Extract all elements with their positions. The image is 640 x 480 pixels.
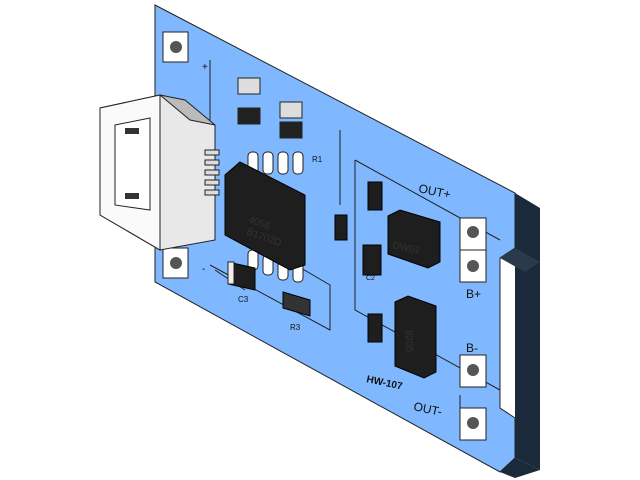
label-plus: + <box>202 62 208 73</box>
charger-ic: 4056 B1702D <box>224 151 306 283</box>
label-c2: C2 <box>366 275 375 282</box>
label-minus: - <box>202 264 205 275</box>
label-r1: R1 <box>312 155 323 164</box>
protection-ic-dw01: DW01 <box>387 209 441 269</box>
mosfet-8205: 8205 <box>394 295 437 379</box>
label-out-minus: OUT- <box>412 399 443 419</box>
board-notch <box>500 248 540 272</box>
label-out-plus: OUT+ <box>417 181 452 201</box>
smd-components-top <box>237 77 303 139</box>
label-r3: R3 <box>290 323 301 332</box>
smd-components-middle <box>334 181 383 343</box>
label-b-plus: B+ <box>466 287 481 301</box>
micro-usb-connector <box>99 94 220 251</box>
resistor-r3: 122 <box>282 291 311 317</box>
label-b-minus: B- <box>466 341 478 355</box>
silkscreen-lines <box>209 60 501 420</box>
mosfet-marking: 8205 <box>403 330 414 353</box>
r3-marking: 122 <box>286 300 302 312</box>
board-edge <box>515 193 540 470</box>
label-c3: C3 <box>238 295 249 304</box>
mounting-holes <box>162 31 487 441</box>
capacitor-c3 <box>227 261 256 291</box>
